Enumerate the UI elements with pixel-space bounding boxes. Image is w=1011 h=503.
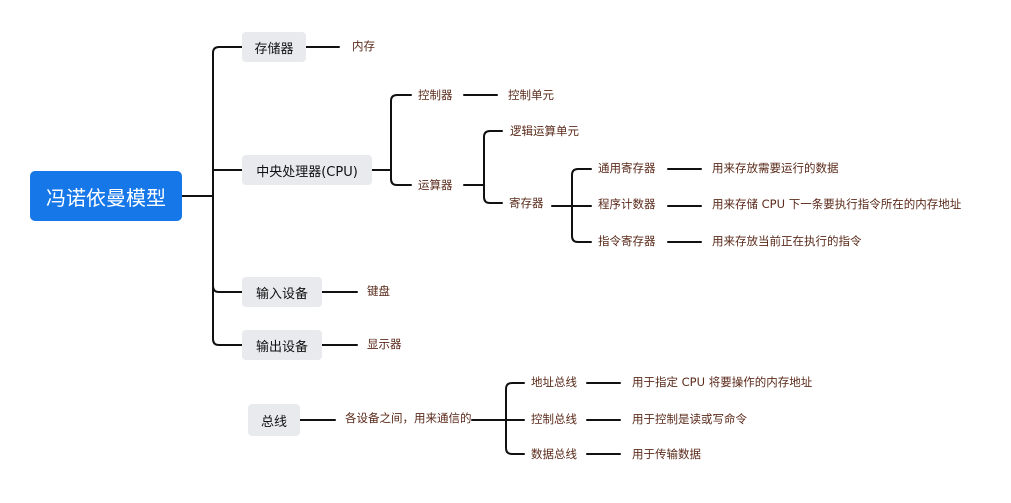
instruction-register-node[interactable]: 指令寄存器 [598, 234, 656, 248]
program-counter-node[interactable]: 程序计数器 [598, 197, 656, 211]
data-bus-node[interactable]: 数据总线 [531, 447, 577, 461]
connector-general [571, 168, 592, 207]
connector-registers [483, 184, 503, 204]
data-bus-desc[interactable]: 用于传输数据 [632, 447, 701, 461]
general-register-node[interactable]: 通用寄存器 [598, 161, 656, 175]
control-unit-node[interactable]: 控制单元 [508, 88, 554, 102]
connector-output [212, 195, 243, 346]
instruction-register-desc[interactable]: 用来存放当前正在执行的指令 [712, 234, 862, 248]
connector-alu [390, 169, 412, 186]
connector-instruction [571, 205, 592, 243]
storage-node[interactable]: 存储器 [242, 32, 306, 62]
cpu-node[interactable]: 中央处理器(CPU) [242, 155, 372, 185]
bus-node[interactable]: 总线 [248, 404, 300, 436]
connector-logic-unit [483, 130, 503, 186]
address-bus-desc[interactable]: 用于指定 CPU 将要操作的内存地址 [632, 375, 813, 389]
output-device-node[interactable]: 输出设备 [242, 330, 322, 360]
input-device-node[interactable]: 输入设备 [242, 277, 322, 307]
controller-node[interactable]: 控制器 [418, 88, 453, 102]
bus-desc-node[interactable]: 各设备之间，用来通信的 [345, 411, 472, 425]
registers-node[interactable]: 寄存器 [509, 196, 544, 210]
alu-node[interactable]: 运算器 [418, 178, 453, 192]
control-bus-node[interactable]: 控制总线 [531, 412, 577, 426]
control-bus-desc[interactable]: 用于控制是读或写命令 [632, 412, 747, 426]
program-counter-desc[interactable]: 用来存储 CPU 下一条要执行指令所在的内存地址 [712, 197, 962, 211]
root-node[interactable]: 冯诺依曼模型 [30, 171, 182, 221]
connector-input [212, 195, 243, 293]
address-bus-node[interactable]: 地址总线 [531, 375, 577, 389]
connector-address [505, 382, 525, 421]
memory-node[interactable]: 内存 [352, 39, 375, 53]
general-register-desc[interactable]: 用来存放需要运行的数据 [712, 161, 839, 175]
display-node[interactable]: 显示器 [367, 337, 402, 351]
connector-data [505, 419, 525, 455]
keyboard-node[interactable]: 键盘 [367, 284, 390, 298]
connector-controller [390, 94, 412, 171]
connector-storage [212, 46, 243, 197]
logic-unit-node[interactable]: 逻辑运算单元 [510, 124, 579, 138]
